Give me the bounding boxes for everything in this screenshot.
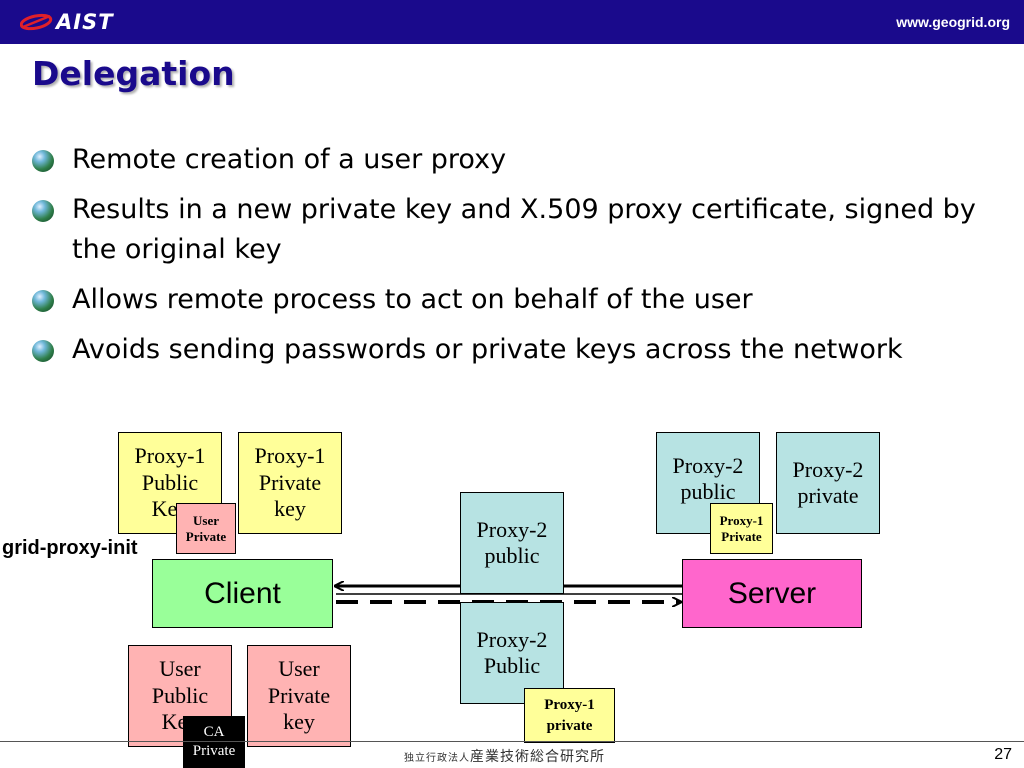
aist-logo-icon	[20, 13, 53, 31]
proxy2-private-right-box: Proxy-2 private	[776, 432, 880, 534]
header-bar: AIST www.geogrid.org	[0, 0, 1024, 44]
bullet-text: Remote creation of a user proxy	[72, 144, 507, 175]
bullet-item: Allows remote process to act on behalf o…	[30, 280, 1000, 320]
footer-divider	[0, 741, 1024, 742]
footer-org-prefix: 独立行政法人	[404, 753, 470, 764]
bullet-list: Remote creation of a user proxy Results …	[30, 140, 1000, 380]
ca-private-box: CA Private	[183, 716, 245, 768]
sphere-bullet-icon	[32, 290, 54, 312]
proxy1-private-small-box: Proxy-1 Private	[710, 503, 773, 554]
proxy1-private-bottom-box: Proxy-1 private	[524, 688, 615, 743]
footer-organization: 独立行政法人産業技術総合研究所	[404, 746, 605, 766]
proxy2-public-mid-box: Proxy-2 Public	[460, 602, 564, 704]
page-number: 27	[994, 746, 1012, 763]
bullet-text: Avoids sending passwords or private keys…	[72, 334, 903, 365]
user-private-small-box: User Private	[176, 503, 236, 554]
aist-logo: AIST	[20, 8, 114, 36]
user-private-key-box: User Private key	[247, 645, 351, 747]
grid-proxy-init-label: grid-proxy-init	[2, 537, 138, 559]
bullet-item: Avoids sending passwords or private keys…	[30, 330, 1000, 370]
sphere-bullet-icon	[32, 150, 54, 172]
footer-org-name: 産業技術総合研究所	[470, 749, 605, 765]
user-public-key-box: User Public Key	[128, 645, 232, 747]
logo-text: AIST	[56, 10, 114, 34]
proxy1-private-key-box: Proxy-1 Private key	[238, 432, 342, 534]
site-url[interactable]: www.geogrid.org	[896, 14, 1010, 30]
bullet-item: Results in a new private key and X.509 p…	[30, 190, 1000, 270]
server-box: Server	[682, 559, 862, 628]
sphere-bullet-icon	[32, 340, 54, 362]
sphere-bullet-icon	[32, 200, 54, 222]
bullet-text: Results in a new private key and X.509 p…	[72, 194, 976, 265]
proxy2-public-top-box: Proxy-2 public	[460, 492, 564, 594]
bullet-text: Allows remote process to act on behalf o…	[72, 284, 753, 315]
client-box: Client	[152, 559, 333, 628]
bullet-item: Remote creation of a user proxy	[30, 140, 1000, 180]
slide-title: Delegation	[32, 54, 235, 93]
